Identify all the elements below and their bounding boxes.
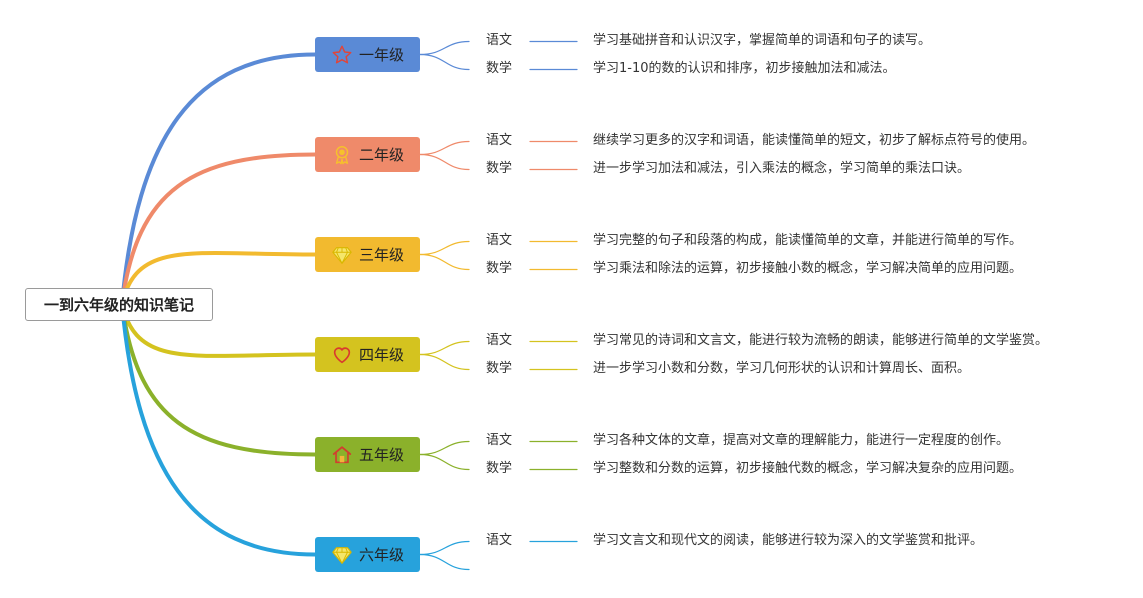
grade-node[interactable]: 二年级 xyxy=(315,137,420,172)
subject-label[interactable]: 语文 xyxy=(486,132,513,148)
subject-label[interactable]: 语文 xyxy=(486,332,513,348)
description-text[interactable]: 学习乘法和除法的运算，初步接触小数的概念，学习解决简单的应用问题。 xyxy=(593,260,1023,276)
subject-label[interactable]: 语文 xyxy=(486,32,513,48)
grade-node[interactable]: 五年级 xyxy=(315,437,420,472)
sub-branch-line xyxy=(419,253,470,271)
sub-branch-line xyxy=(419,40,470,56)
grade-node[interactable]: 六年级 xyxy=(315,537,420,572)
grade-label: 三年级 xyxy=(358,246,404,264)
description-text[interactable]: 学习文言文和现代文的阅读，能够进行较为深入的文学鉴赏和批评。 xyxy=(593,532,984,548)
root-title: 一到六年级的知识笔记 xyxy=(43,296,194,314)
description-text[interactable]: 学习基础拼音和认识汉字，掌握简单的词语和句子的读写。 xyxy=(593,32,932,48)
subject-label[interactable]: 数学 xyxy=(486,260,513,276)
subject-label[interactable]: 数学 xyxy=(486,60,513,76)
description-text[interactable]: 学习1-10的数的认识和排序，初步接触加法和减法。 xyxy=(593,60,896,76)
description-text[interactable]: 学习完整的句子和段落的构成，能读懂简单的文章，并能进行简单的写作。 xyxy=(593,232,1023,248)
grade-label: 四年级 xyxy=(358,346,404,364)
grade-node[interactable]: 四年级 xyxy=(315,337,420,372)
sub-branch-line xyxy=(419,140,470,156)
sub-branch-line xyxy=(419,553,470,571)
diamond-icon xyxy=(331,244,353,266)
sub-branch-line xyxy=(419,353,470,371)
branch-line xyxy=(120,250,317,306)
sub-branch-line xyxy=(419,153,470,171)
sub-branch-line xyxy=(419,440,470,456)
subject-label[interactable]: 语文 xyxy=(486,432,513,448)
grade-label: 一年级 xyxy=(358,46,404,64)
home-icon xyxy=(331,444,353,466)
subject-label[interactable]: 数学 xyxy=(486,160,513,176)
grade-label: 五年级 xyxy=(358,446,404,464)
subject-label[interactable]: 语文 xyxy=(486,532,513,548)
sub-branch-line xyxy=(419,240,470,256)
award-ribbon-icon xyxy=(331,144,353,166)
branch-line xyxy=(120,152,317,306)
description-text[interactable]: 继续学习更多的汉字和词语，能读懂简单的短文，初步了解标点符号的使用。 xyxy=(593,132,1036,148)
root-topic[interactable]: 一到六年级的知识笔记 xyxy=(25,288,213,321)
branch-line xyxy=(120,302,317,557)
description-text[interactable]: 学习常见的诗词和文言文，能进行较为流畅的朗读，能够进行简单的文学鉴赏。 xyxy=(593,332,1049,348)
grade-label: 六年级 xyxy=(358,546,404,564)
description-text[interactable]: 学习整数和分数的运算，初步接触代数的概念，学习解决复杂的应用问题。 xyxy=(593,460,1023,476)
heart-icon xyxy=(331,344,353,366)
star-icon xyxy=(331,44,353,66)
branch-line xyxy=(120,302,317,358)
sub-branch-line xyxy=(419,453,470,471)
branch-line xyxy=(120,302,317,457)
sub-branch-line xyxy=(419,540,470,556)
subject-label[interactable]: 数学 xyxy=(486,460,513,476)
subject-label[interactable]: 语文 xyxy=(486,232,513,248)
subject-label[interactable]: 数学 xyxy=(486,360,513,376)
description-text[interactable]: 进一步学习加法和减法，引入乘法的概念，学习简单的乘法口诀。 xyxy=(593,160,971,176)
grade-node[interactable]: 一年级 xyxy=(315,37,420,72)
diamond-icon xyxy=(331,544,353,566)
sub-branch-line xyxy=(419,53,470,71)
grade-label: 二年级 xyxy=(358,146,404,164)
description-text[interactable]: 学习各种文体的文章，提高对文章的理解能力，能进行一定程度的创作。 xyxy=(593,432,1010,448)
description-text[interactable]: 进一步学习小数和分数，学习几何形状的认识和计算周长、面积。 xyxy=(593,360,971,376)
grade-node[interactable]: 三年级 xyxy=(315,237,420,272)
branch-line xyxy=(120,52,317,306)
sub-branch-line xyxy=(419,340,470,356)
